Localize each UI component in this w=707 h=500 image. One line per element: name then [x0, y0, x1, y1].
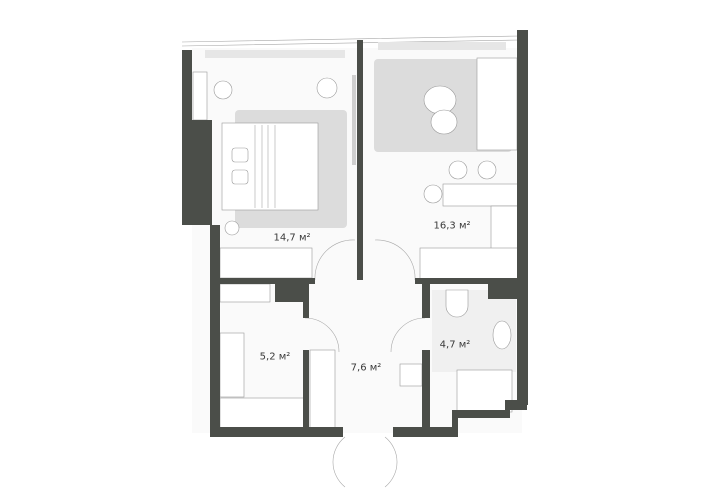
stool	[477, 160, 497, 180]
plant-icon	[316, 77, 338, 99]
radiator-bedroom	[205, 50, 345, 58]
shelves	[219, 283, 271, 303]
desk	[192, 71, 208, 121]
shower	[456, 369, 513, 413]
sofa	[476, 57, 518, 151]
closet-bottom	[219, 397, 307, 429]
balcony-rail	[181, 35, 521, 47]
tv-panel	[352, 75, 356, 165]
door-swings	[304, 239, 426, 488]
room-area-wardrobe: 5,2 м²	[259, 351, 291, 363]
stool	[448, 160, 468, 180]
chair-icon	[213, 80, 233, 100]
bed-blanket	[254, 125, 276, 208]
bedroom-wardrobe	[219, 247, 313, 279]
pillow	[231, 147, 249, 163]
bed	[221, 122, 319, 211]
closet-left	[219, 332, 245, 398]
lamp-icon	[224, 220, 240, 236]
kitchen-island	[442, 183, 521, 207]
pillow	[231, 169, 249, 185]
ottoman	[430, 109, 458, 135]
walls	[182, 30, 528, 437]
room-area-bathroom: 4,7 м²	[439, 339, 471, 351]
room-area-living: 16,3 м²	[433, 220, 471, 232]
chair-icon	[423, 184, 443, 204]
coffee-table	[423, 85, 457, 115]
kitchen-counter	[419, 247, 521, 281]
pouf	[399, 363, 423, 387]
radiator-living	[378, 42, 506, 50]
hall-closet	[309, 349, 336, 429]
room-area-hallway: 7,6 м²	[350, 362, 382, 374]
toilet-icon	[445, 289, 469, 318]
sink-icon	[492, 320, 512, 350]
room-area-bedroom: 14,7 м²	[273, 232, 311, 244]
